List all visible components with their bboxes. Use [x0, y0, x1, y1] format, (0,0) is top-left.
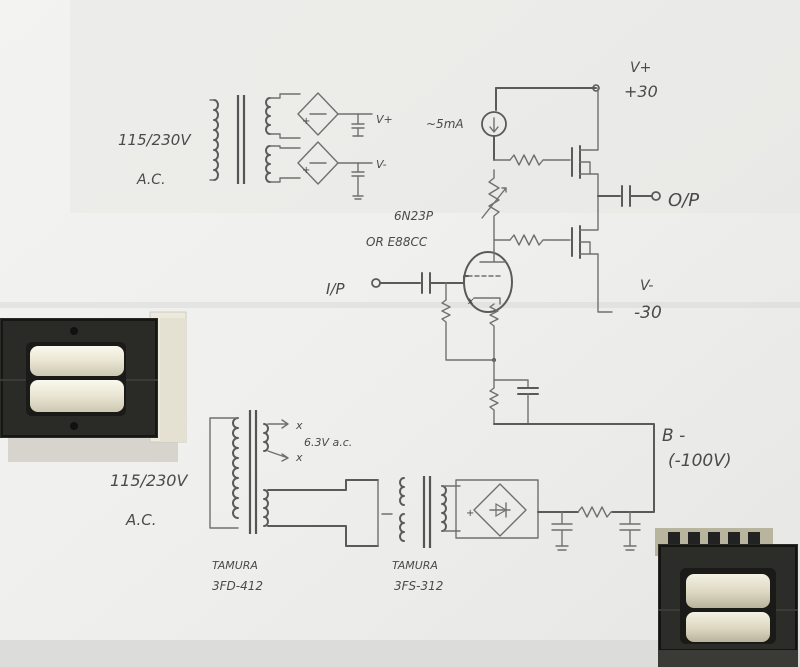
grid-resistor: [441, 299, 495, 361]
heater-secondary-coil: [263, 423, 269, 452]
bminus-rail-wire: [493, 423, 655, 513]
gate-resistor-lower: [509, 234, 571, 246]
output-label: O/P: [668, 190, 699, 211]
step-up-transformer: [399, 476, 461, 548]
cathode-resistor: [489, 303, 499, 361]
bridge-rectifier-lower: +: [269, 141, 373, 200]
negative-rail-name: V-: [640, 278, 653, 294]
tube-anode: [479, 249, 507, 263]
trimmer-resistor: [488, 169, 500, 251]
primary-coil: [213, 99, 219, 181]
svg-text:+: +: [302, 165, 310, 176]
heater-terminal-x1: x: [295, 419, 303, 432]
vminus-supply-label: V-: [376, 158, 387, 171]
tube-type-label: 6N23P: [394, 209, 434, 223]
transformer1-model: 3FD-412: [212, 579, 263, 593]
bminus-value: (-100V): [668, 451, 731, 471]
ht-wire-bottom: [267, 525, 379, 547]
physical-transformer-left: [0, 311, 187, 462]
top-mains-transformer: [209, 95, 271, 184]
svg-text:+: +: [466, 508, 474, 519]
secondary-coil-upper: [265, 97, 271, 135]
filter-resistor: [577, 506, 613, 518]
bridge-rectifier-bottom: +: [455, 479, 539, 539]
svg-text:+: +: [302, 116, 310, 127]
heater-terminal-x2: x: [295, 451, 303, 464]
heater-mark: x: [467, 296, 474, 307]
positive-rail-name: V+: [630, 60, 651, 76]
mains-ac-label: A.C.: [136, 172, 166, 188]
secondary-coil-lower: [265, 145, 271, 183]
tube-alternative-label: OR E88CC: [366, 235, 428, 249]
mains-voltage-label-bottom: 115/230V: [110, 471, 188, 490]
tube-cathode: [473, 297, 501, 305]
bridge-rectifier-upper: +: [269, 92, 373, 139]
filter-capacitor-1: [551, 511, 573, 551]
paper-upper-sheet-shadow: [70, 0, 800, 213]
paper-fold: [0, 302, 800, 308]
bias-resistor: [489, 379, 499, 425]
ht-secondary-coil: [263, 489, 269, 527]
filter-capacitor-2: [619, 511, 641, 551]
positive-rail-value: +30: [624, 82, 658, 101]
physical-transformer-right: [655, 528, 798, 667]
stepup-primary-upper: [399, 477, 405, 506]
transformer2-model: 3FS-312: [394, 579, 443, 593]
output-terminal: [651, 191, 661, 201]
stepup-primary-lower: [399, 513, 405, 542]
vplus-supply-label: V+: [376, 113, 393, 126]
gate-resistor-upper: [509, 154, 571, 166]
positive-rail-terminal: [592, 84, 600, 92]
negative-rail-value: -30: [634, 303, 662, 323]
mains-ac-label-bottom: A.C.: [125, 511, 157, 529]
bminus-label: B -: [662, 426, 685, 446]
stepup-secondary: [441, 485, 447, 532]
primary-coil-bottom: [232, 417, 239, 519]
bottom-mains-transformer: [209, 410, 269, 534]
transformer1-brand: TAMURA: [212, 559, 258, 572]
ht-wire-top: [267, 479, 379, 491]
current-source-label: ~5mA: [426, 117, 464, 131]
heater-voltage-label: 6.3V a.c.: [304, 436, 352, 449]
input-label: I/P: [326, 280, 345, 298]
mains-voltage-label: 115/230V: [118, 131, 192, 149]
transformer2-brand: TAMURA: [392, 559, 438, 572]
